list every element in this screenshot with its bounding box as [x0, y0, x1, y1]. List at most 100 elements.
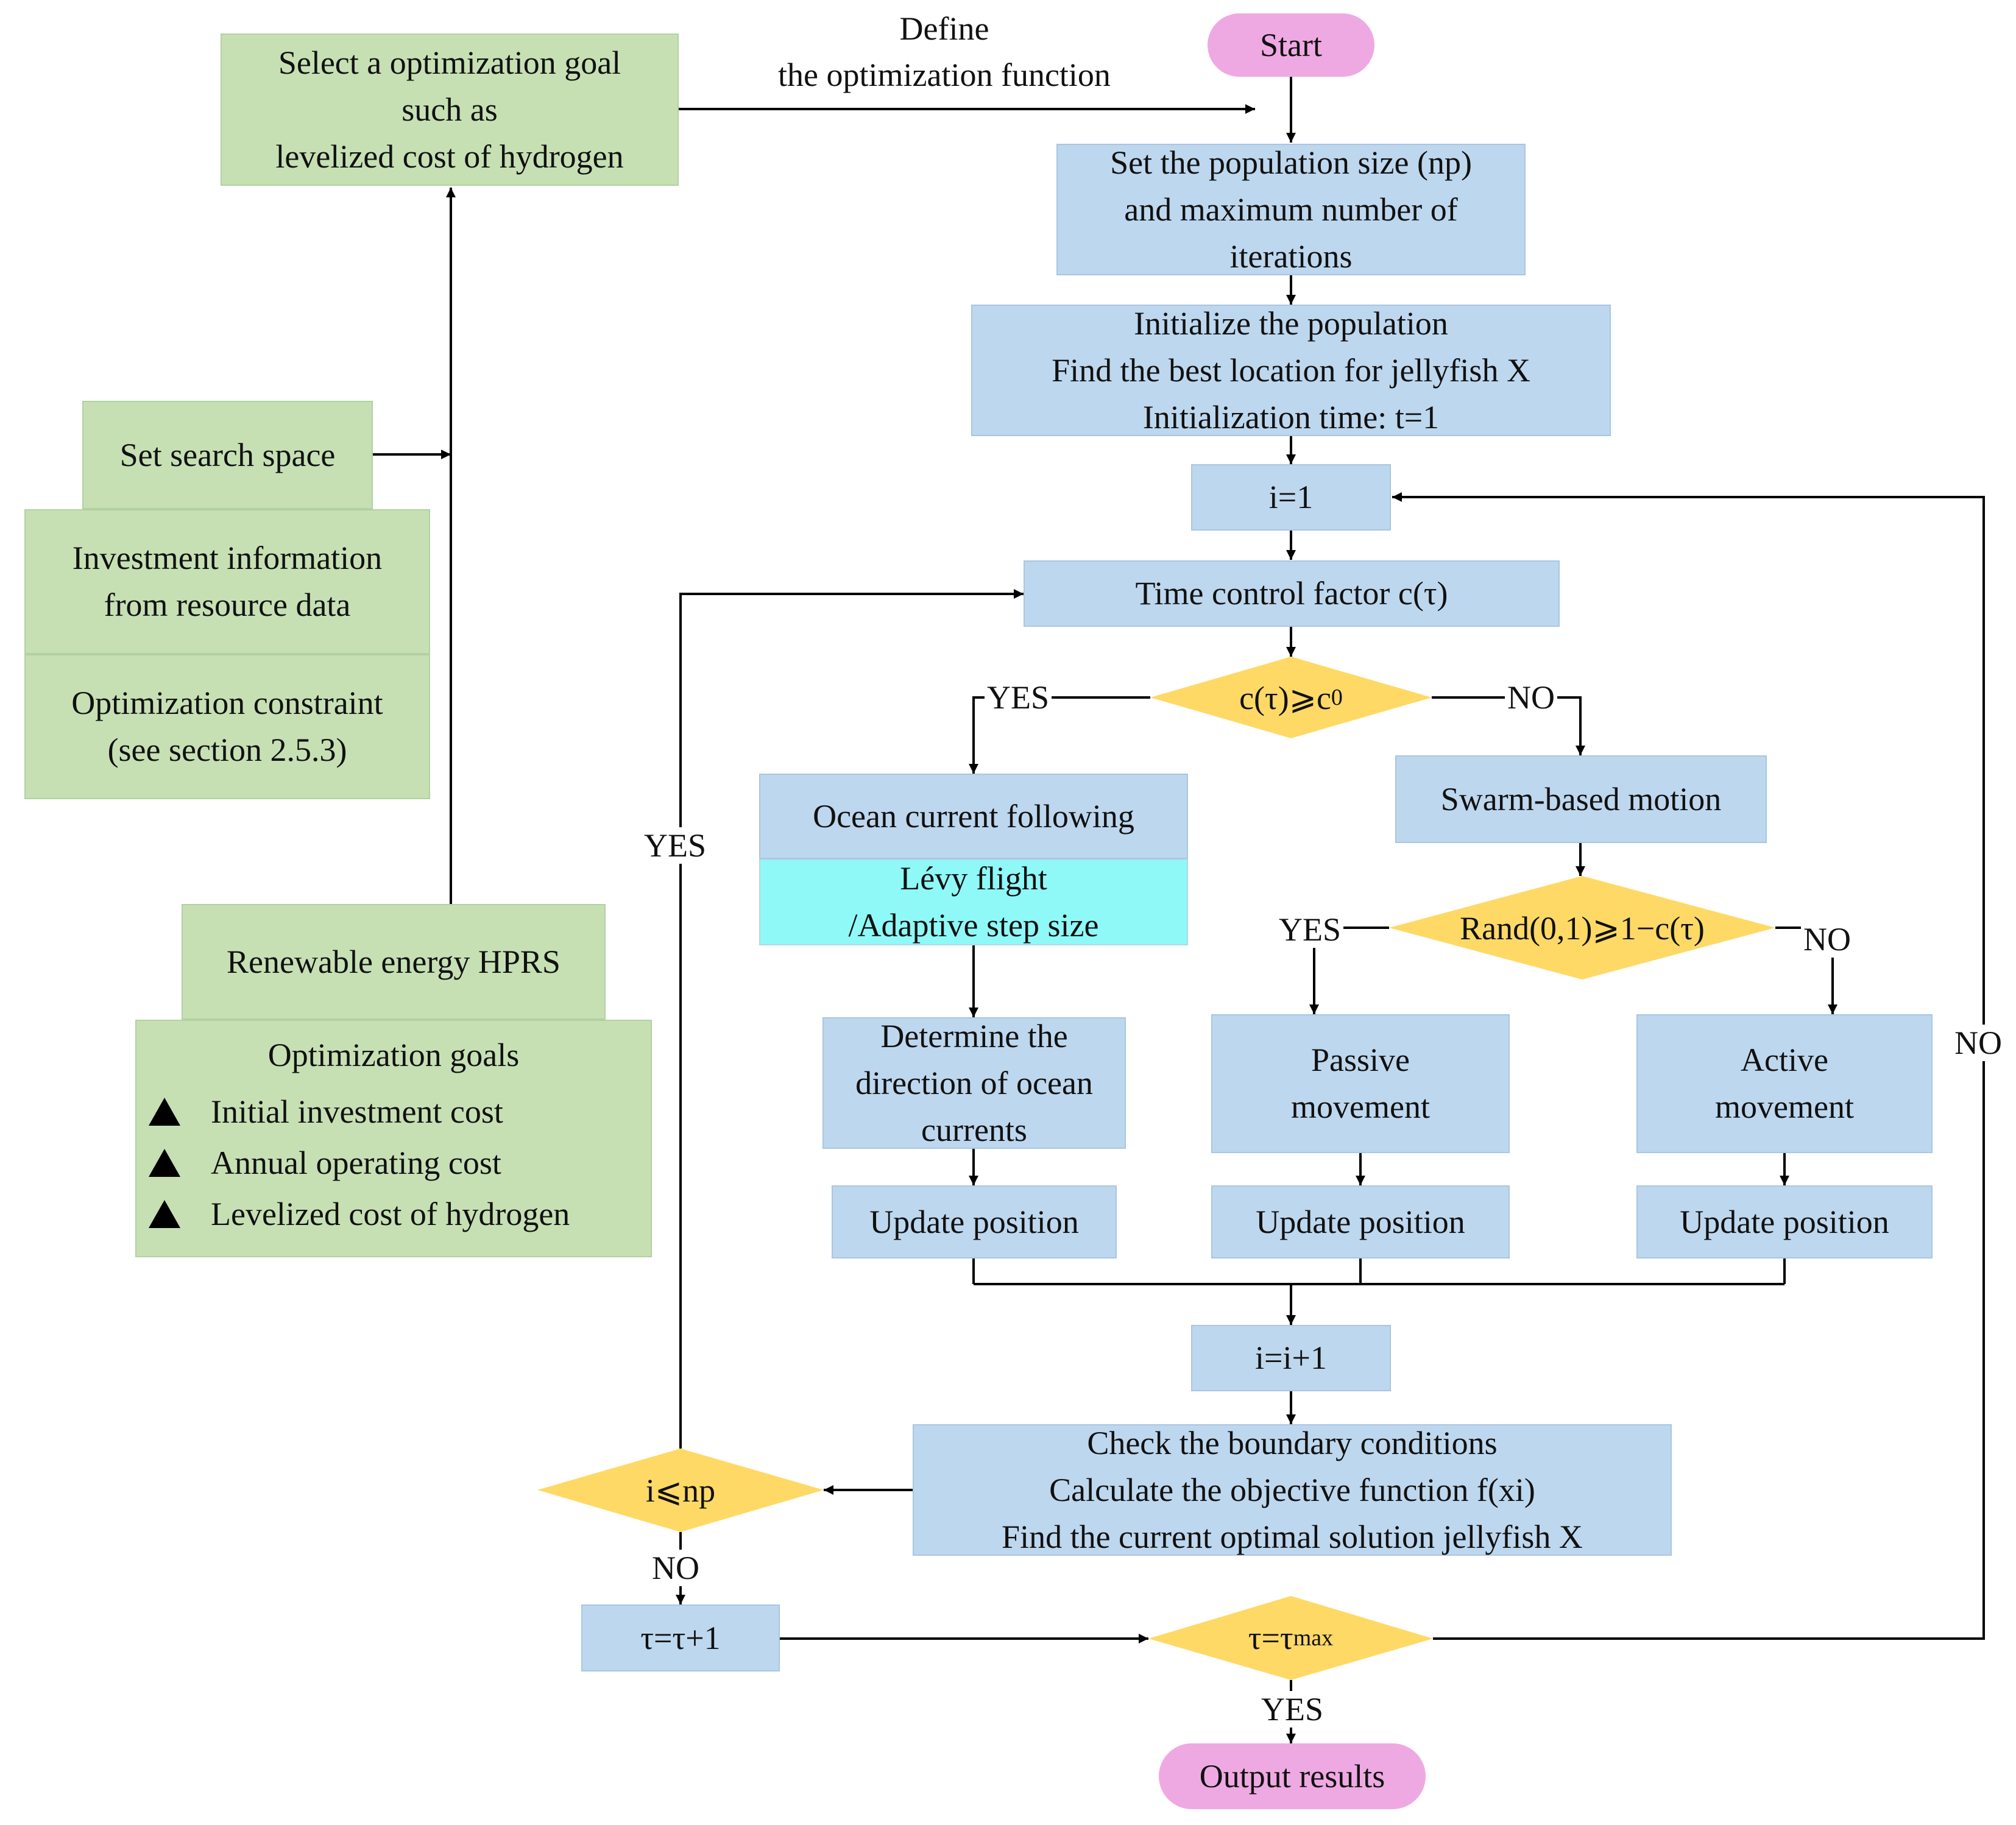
- define-line-1: Define: [899, 10, 989, 47]
- start-terminal: Start: [1208, 13, 1374, 77]
- cond-c-text: c(τ)⩾c: [1239, 679, 1331, 716]
- time-control-text: Time control factor c(τ): [1135, 575, 1448, 612]
- swarm-text: Swarm-based motion: [1440, 780, 1722, 817]
- goal-item-1: Initial investment cost: [136, 1086, 651, 1137]
- optimization-goals-box: Optimization goals Initial investment co…: [135, 1020, 652, 1257]
- check-boundary-box: Check the boundary conditions Calculate …: [913, 1424, 1672, 1556]
- init-line-3: Initialization time: t=1: [1142, 398, 1440, 436]
- goal-item-2: Annual operating cost: [136, 1137, 651, 1188]
- time-control-box: Time control factor c(τ): [1024, 560, 1560, 627]
- goal-text-2: Annual operating cost: [211, 1145, 501, 1181]
- tau-increment-box: τ=τ+1: [581, 1604, 780, 1671]
- check-line-3: Find the current optimal solution jellyf…: [1002, 1518, 1583, 1555]
- update-text-2: Update position: [1256, 1203, 1465, 1240]
- triangle-bullet-icon: [149, 1149, 180, 1177]
- ocean-text: Ocean current following: [813, 797, 1134, 835]
- decision-rand-shape: [1389, 876, 1775, 980]
- triangle-bullet-icon: [149, 1200, 180, 1228]
- decision-np-shape: [537, 1449, 824, 1532]
- renewable-text: Renewable energy HPRS: [227, 943, 561, 980]
- levy-flight-box: Lévy flight /Adaptive step size: [759, 859, 1188, 945]
- arrow-cond-no: [1432, 696, 1585, 755]
- goal-item-3: Levelized cost of hydrogen: [136, 1188, 651, 1240]
- constraint-box: Optimization constraint (see section 2.5…: [24, 654, 430, 799]
- direction-line-3: currents: [921, 1111, 1027, 1148]
- passive-movement-box: Passive movement: [1211, 1014, 1510, 1153]
- ocean-current-box: Ocean current following: [759, 774, 1188, 859]
- constraint-line-1: Optimization constraint: [71, 685, 383, 721]
- decision-rand-label: Rand(0,1)⩾1−c(τ): [1389, 876, 1775, 980]
- arrow-condnp-yes-loop: [679, 589, 1024, 1449]
- output-text: Output results: [1199, 1757, 1385, 1795]
- decision-tau-shape: [1148, 1596, 1433, 1680]
- triangle-bullet-icon: [149, 1098, 180, 1126]
- select-goal-line-3: levelized cost of hydrogen: [275, 138, 624, 175]
- select-goal-line-2: such as: [401, 91, 498, 128]
- set-pop-line-1: Set the population size (np): [1110, 144, 1472, 181]
- direction-box: Determine the direction of ocean current…: [822, 1017, 1126, 1149]
- update-position-box-1: Update position: [832, 1185, 1117, 1258]
- i-increment-box: i=i+1: [1191, 1325, 1391, 1391]
- investment-box: Investment information from resource dat…: [24, 509, 430, 654]
- cond-rand-text: Rand(0,1)⩾1−c(τ): [1460, 909, 1705, 947]
- active-movement-box: Active movement: [1636, 1014, 1933, 1153]
- set-population-box: Set the population size (np) and maximum…: [1056, 144, 1526, 275]
- no-label-rand: NO: [1801, 921, 1853, 958]
- no-label-cond-c: NO: [1505, 679, 1557, 716]
- arrow-cond-yes: [969, 696, 1150, 774]
- update-position-box-2: Update position: [1211, 1185, 1510, 1258]
- goals-title: Optimization goals: [267, 1037, 520, 1073]
- define-line-2: the optimization function: [778, 57, 1111, 93]
- goal-text-1: Initial investment cost: [211, 1093, 503, 1130]
- decision-np-label: i⩽np: [537, 1449, 824, 1532]
- check-line-2: Calculate the objective function f(xi): [1049, 1471, 1535, 1508]
- check-line-1: Check the boundary conditions: [1087, 1424, 1498, 1461]
- yes-label-tau: YES: [1259, 1691, 1326, 1728]
- cond-np-text: i⩽np: [645, 1472, 716, 1509]
- init-line-2: Find the best location for jellyfish X: [1052, 351, 1530, 389]
- investment-line-1: Investment information: [72, 540, 383, 576]
- no-label-tau-loop: NO: [1952, 1025, 2004, 1061]
- levy-line-2: /Adaptive step size: [848, 907, 1099, 944]
- output-terminal: Output results: [1159, 1743, 1426, 1809]
- yes-label-rand: YES: [1276, 911, 1344, 948]
- active-line-2: movement: [1715, 1089, 1854, 1125]
- yes-label-cond-c: YES: [985, 679, 1052, 716]
- define-label: Define the optimization function: [731, 6, 1158, 97]
- direction-line-1: Determine the: [880, 1017, 1068, 1054]
- set-pop-line-2: and maximum number of: [1124, 191, 1458, 228]
- yes-label-loop: YES: [642, 827, 709, 864]
- i-init-text: i=1: [1268, 479, 1314, 515]
- passive-line-2: movement: [1291, 1089, 1430, 1125]
- select-goal-line-1: Select a optimization goal: [278, 44, 621, 81]
- investment-line-2: from resource data: [104, 587, 351, 623]
- cond-c-sub: 0: [1331, 685, 1343, 710]
- tau-inc-text: τ=τ+1: [640, 1619, 721, 1656]
- goal-text-3: Levelized cost of hydrogen: [211, 1196, 570, 1232]
- i-inc-text: i=i+1: [1255, 1340, 1327, 1376]
- search-space-box: Set search space: [82, 401, 373, 509]
- init-line-1: Initialize the population: [1134, 305, 1448, 342]
- renewable-box: Renewable energy HPRS: [182, 904, 606, 1020]
- decision-c-shape: [1150, 657, 1432, 738]
- start-text: Start: [1260, 26, 1322, 63]
- active-line-1: Active: [1741, 1042, 1828, 1078]
- set-pop-line-3: iterations: [1229, 238, 1353, 275]
- i-init-box: i=1: [1191, 464, 1391, 531]
- passive-line-1: Passive: [1311, 1042, 1410, 1078]
- search-space-text: Set search space: [119, 436, 336, 473]
- select-goal-box: Select a optimization goal such as level…: [221, 34, 679, 186]
- direction-line-2: direction of ocean: [855, 1064, 1093, 1101]
- update-text-3: Update position: [1680, 1203, 1889, 1240]
- cond-tau-text: τ=τ: [1248, 1620, 1293, 1656]
- initialize-population-box: Initialize the population Find the best …: [971, 305, 1611, 436]
- update-text-1: Update position: [869, 1203, 1079, 1240]
- swarm-motion-box: Swarm-based motion: [1395, 755, 1767, 843]
- cond-tau-sub: max: [1293, 1625, 1334, 1651]
- arrow-condtau-no-loop: [1392, 492, 1985, 1640]
- update-position-box-3: Update position: [1636, 1185, 1933, 1258]
- constraint-line-2: (see section 2.5.3): [107, 732, 347, 768]
